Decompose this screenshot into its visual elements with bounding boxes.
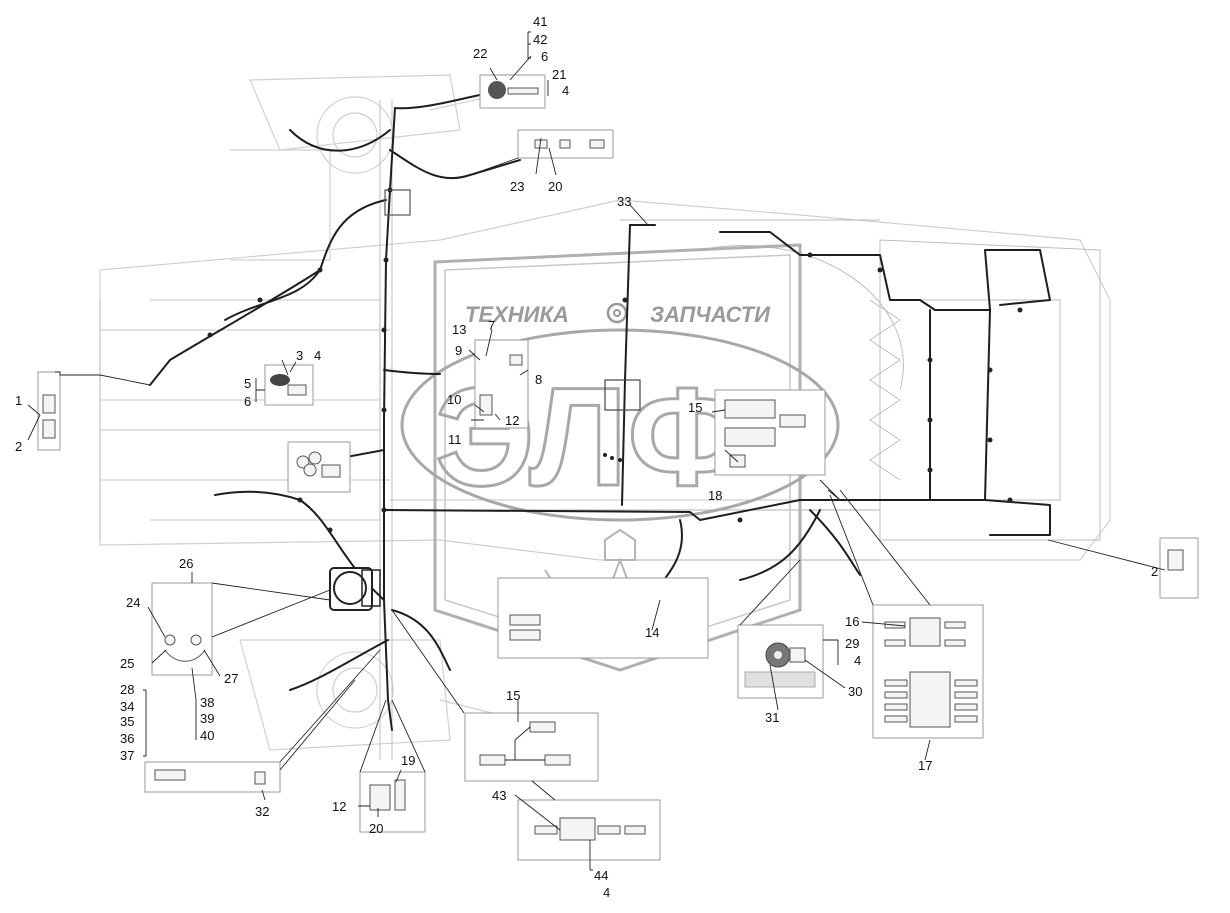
callout-6: 6: [541, 49, 548, 64]
callout-36: 36: [120, 731, 134, 746]
callout-13: 13: [452, 322, 466, 337]
callout-14: 14: [645, 625, 659, 640]
callout-20: 20: [548, 179, 562, 194]
callout-40: 40: [200, 728, 214, 743]
callout-43: 43: [492, 788, 506, 803]
callout-38: 38: [200, 695, 214, 710]
callout-37: 37: [120, 748, 134, 763]
callout-12: 12: [505, 413, 519, 428]
callout-42: 42: [533, 32, 547, 47]
callout-23: 23: [510, 179, 524, 194]
callout-9: 9: [455, 343, 462, 358]
watermark-logo: ТЕХНИКА ЗАПЧАСТИ ЭЛФ: [400, 243, 840, 672]
callout-19: 19: [401, 753, 415, 768]
callout-41: 41: [533, 14, 547, 29]
callout-15: 15: [688, 400, 702, 415]
detail-views: [37, 74, 1199, 861]
callout-10: 10: [447, 392, 461, 407]
callout-12: 12: [332, 799, 346, 814]
callout-18: 18: [708, 488, 722, 503]
callout-25: 25: [120, 656, 134, 671]
callout-33: 33: [617, 194, 631, 209]
chassis-ghost-outline: [99, 74, 1111, 751]
fuse-icon: [488, 81, 539, 99]
callout-44: 44: [594, 868, 608, 883]
callout-4: 4: [854, 653, 861, 668]
relay-icon: [296, 451, 341, 478]
callout-32: 32: [255, 804, 269, 819]
switch-icon: [164, 634, 206, 662]
harness-clips: [207, 187, 1023, 533]
callout-29: 29: [845, 636, 859, 651]
callout-11: 11: [448, 432, 462, 447]
callout-24: 24: [126, 595, 140, 610]
callout-31: 31: [765, 710, 779, 725]
sensor-icon: [744, 642, 816, 688]
callout-15: 15: [506, 688, 520, 703]
callout-7: 7: [488, 318, 495, 333]
watermark-word-right: ЗАПЧАСТИ: [650, 302, 771, 327]
callout-35: 35: [120, 714, 134, 729]
callout-34: 34: [120, 699, 134, 714]
callout-5: 5: [244, 376, 251, 391]
callout-20: 20: [369, 821, 383, 836]
callout-27: 27: [224, 671, 238, 686]
callout-2: 2: [15, 439, 22, 454]
callout-22: 22: [473, 46, 487, 61]
callout-2: 2: [1151, 564, 1158, 579]
callout-1: 1: [15, 393, 22, 408]
callout-39: 39: [200, 711, 214, 726]
callout-labels: 41 42 6 22 21 4 23 20 33 13 7 9 8 10 11 …: [15, 14, 1158, 900]
callout-21: 21: [552, 67, 566, 82]
callout-6: 6: [244, 394, 251, 409]
leader-lines: [27, 31, 1166, 871]
connector-block-icon: [534, 817, 646, 841]
callout-16: 16: [845, 614, 859, 629]
callout-4: 4: [562, 83, 569, 98]
callout-4: 4: [603, 885, 610, 900]
watermark-word-left: ТЕХНИКА: [465, 302, 569, 327]
callout-30: 30: [848, 684, 862, 699]
valve-block-icon: [884, 617, 978, 728]
callout-28: 28: [120, 682, 134, 697]
callout-8: 8: [535, 372, 542, 387]
gear-icon: [606, 302, 628, 324]
callout-17: 17: [918, 758, 932, 773]
callout-26: 26: [179, 556, 193, 571]
callout-4: 4: [314, 348, 321, 363]
callout-3: 3: [296, 348, 303, 363]
